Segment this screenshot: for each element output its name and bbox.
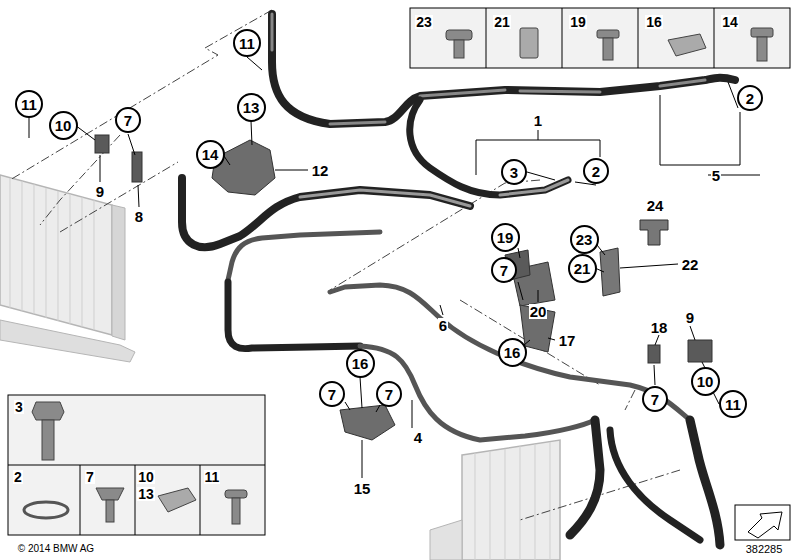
callout-number: 7 <box>124 113 132 128</box>
part-label: 20 <box>529 304 548 319</box>
part-label: 12 <box>311 163 330 178</box>
part-label: 17 <box>558 333 577 348</box>
callout-circle: 7 <box>491 257 517 283</box>
callout-number: 7 <box>385 387 393 402</box>
callout-circle: 21 <box>568 254 597 283</box>
part-label: 11 <box>204 470 221 484</box>
callout-number: 7 <box>500 263 508 278</box>
part-label: 382285 <box>745 544 784 555</box>
part-label: 5 <box>711 168 721 183</box>
callout-circle: 19 <box>491 223 520 252</box>
callout-circle: 10 <box>691 367 720 396</box>
part-label: 16 <box>645 15 663 29</box>
callout-circle: 13 <box>237 93 266 122</box>
callout-circle: 16 <box>346 349 375 378</box>
part-label: 9 <box>685 310 695 325</box>
callout-number: 16 <box>352 356 369 371</box>
parts-table <box>8 395 265 535</box>
callout-number: 11 <box>21 97 37 112</box>
radiator <box>430 440 560 560</box>
callout-number: 13 <box>243 100 260 115</box>
callout-number: 2 <box>592 164 600 179</box>
part-label: © 2014 BMW AG <box>17 544 95 554</box>
part-label: 15 <box>353 481 372 496</box>
part-label: 19 <box>569 15 587 29</box>
callout-number: 23 <box>576 232 593 247</box>
callout-number: 14 <box>202 147 219 162</box>
bracket <box>95 135 712 440</box>
callout-number: 11 <box>239 36 255 51</box>
part-label: 23 <box>415 15 433 29</box>
part-label: 22 <box>681 257 700 272</box>
callout-circle: 23 <box>570 225 599 254</box>
callout-circle: 2 <box>737 85 763 111</box>
callout-number: 7 <box>651 392 659 407</box>
callout-circle: 16 <box>498 338 527 367</box>
callout-number: 21 <box>574 261 591 276</box>
callout-circle: 11 <box>15 90 43 118</box>
callout-circle: 7 <box>642 386 668 412</box>
callout-number: 2 <box>746 91 754 106</box>
radiator <box>0 175 135 362</box>
callout-circle: 11 <box>719 390 747 418</box>
part-label: 8 <box>134 209 144 224</box>
part-label: 13 <box>137 487 155 501</box>
part-label: 3 <box>14 400 24 414</box>
parts-table <box>410 8 790 68</box>
callout-number: 19 <box>497 230 514 245</box>
callout-number: 10 <box>697 374 714 389</box>
part-label: 4 <box>413 430 423 445</box>
callout-circle: 2 <box>583 158 609 184</box>
part-label: 7 <box>85 470 95 484</box>
callout-circle: 7 <box>376 381 402 407</box>
part-label: 2 <box>13 470 23 484</box>
part-label: 10 <box>137 470 155 484</box>
part-label: 18 <box>650 320 669 335</box>
orientation-icon <box>735 505 790 540</box>
part-label: 21 <box>493 15 511 29</box>
callout-number: 11 <box>725 397 741 412</box>
part-label: 6 <box>438 318 448 333</box>
part-label: 1 <box>533 113 543 128</box>
callout-circle: 11 <box>233 29 261 57</box>
part-label: 9 <box>95 184 105 199</box>
part-label: 14 <box>721 15 739 29</box>
callout-circle: 10 <box>49 111 78 140</box>
callout-number: 3 <box>510 165 518 180</box>
callout-circle: 7 <box>319 381 345 407</box>
callout-circle: 14 <box>196 140 225 169</box>
part-label: 24 <box>646 198 665 213</box>
callout-number: 16 <box>504 345 521 360</box>
callout-circle: 3 <box>501 159 527 185</box>
callout-number: 10 <box>55 118 72 133</box>
callout-number: 7 <box>328 387 336 402</box>
callout-circle: 7 <box>115 107 141 133</box>
